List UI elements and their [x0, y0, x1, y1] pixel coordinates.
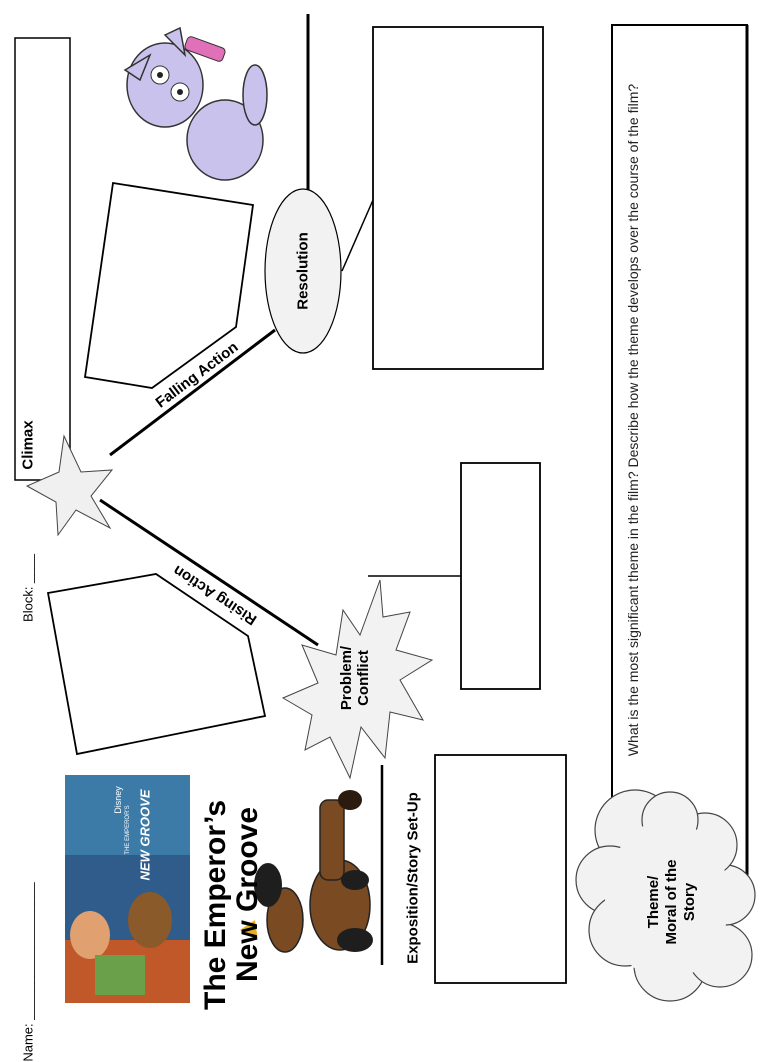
name-field[interactable]: Name: ___________________	[20, 882, 36, 1062]
theme-question: What is the most significant theme in th…	[625, 83, 641, 757]
exposition-label: Exposition/Story Set-Up	[404, 792, 422, 964]
exposition-box[interactable]	[434, 754, 567, 984]
title-line1: The Emperor’s	[199, 799, 232, 1010]
problem-conflict-burst	[281, 579, 434, 780]
yzma-cat-illustration	[123, 26, 268, 181]
page-title: The Emperor’s New Groove	[199, 760, 270, 1010]
kuzco-llama-illustration	[240, 790, 373, 953]
resolution-connector	[341, 199, 374, 272]
poster-small-title: THE EMPEROR'S	[125, 805, 131, 855]
theme-cloud-label: Theme/ Moral of the Story	[645, 859, 698, 945]
falling-action-box[interactable]	[83, 181, 255, 389]
plot-diagram	[14, 14, 756, 1003]
resolution-ellipse	[264, 188, 342, 354]
theme-cloud	[575, 789, 756, 1002]
title-line2: New Groove	[231, 806, 264, 982]
rising-action-box[interactable]	[46, 573, 267, 756]
climax-label: Climax	[19, 420, 37, 470]
problem-box[interactable]	[460, 462, 541, 690]
poster-brand: Disney	[113, 786, 123, 814]
resolution-label: Resolution	[294, 232, 312, 310]
block-field[interactable]: Block: ____	[20, 554, 36, 622]
poster-logo: NEW GROOVE	[137, 789, 153, 881]
movie-poster	[65, 775, 190, 1003]
climax-star	[25, 434, 114, 537]
rising-action-line	[99, 498, 319, 647]
problem-conflict-label: Problem/ Conflict	[338, 645, 372, 711]
falling-action-line	[109, 328, 276, 457]
resolution-box[interactable]	[372, 26, 544, 370]
climax-box[interactable]	[14, 37, 71, 481]
